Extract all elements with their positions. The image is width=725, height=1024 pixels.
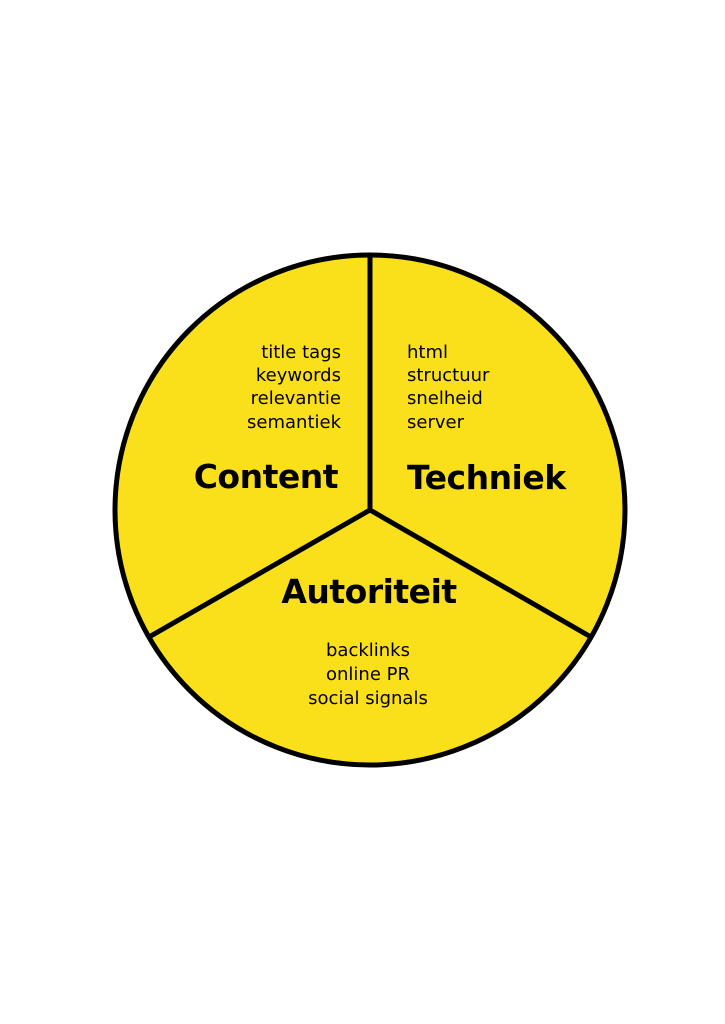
techniek-item: snelheid [407,388,483,409]
techniek-item: html [407,342,448,363]
segment-content: title tags keywords relevantie semantiek… [194,342,342,496]
divider-left [147,507,372,640]
techniek-title: Techniek [407,458,567,497]
content-item: keywords [256,365,341,386]
techniek-item: structuur [407,365,490,386]
autoriteit-item: online PR [326,664,410,685]
segment-techniek: html structuur snelheid server Techniek [407,342,568,497]
techniek-item: server [407,412,465,433]
autoriteit-title: Autoriteit [281,572,457,611]
content-title: Content [194,457,339,496]
content-item: title tags [261,342,341,363]
content-item: relevantie [251,388,341,409]
autoriteit-item: social signals [308,688,428,709]
autoriteit-item: backlinks [326,640,410,661]
divider-right [368,507,593,640]
content-item: semantiek [247,412,342,433]
segment-autoriteit: Autoriteit backlinks online PR social si… [281,572,458,709]
